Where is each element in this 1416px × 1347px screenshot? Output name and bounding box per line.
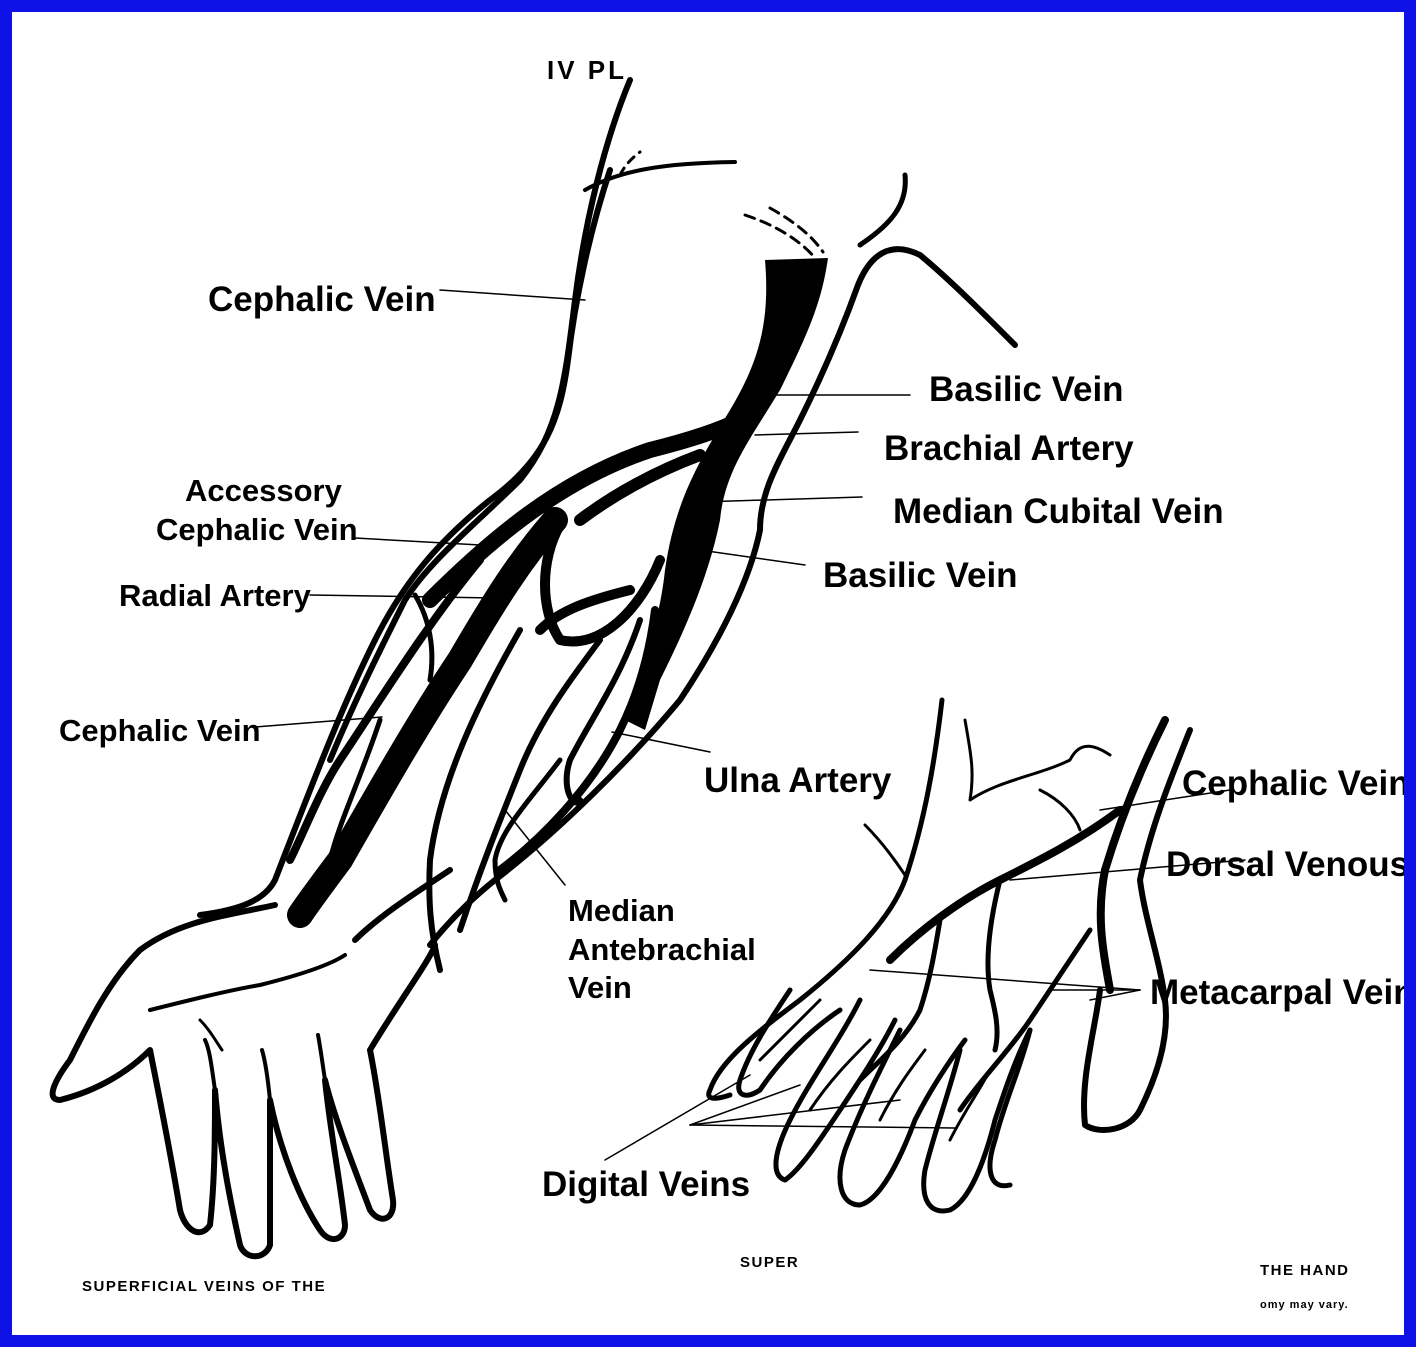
label-basilic-vein-lower: Basilic Vein xyxy=(823,556,1018,596)
label-median-antebrachial-line1: Median xyxy=(568,893,675,929)
label-hand-cephalic-vein: Cephalic Vein xyxy=(1182,764,1410,804)
hand-dorsal-arch xyxy=(988,880,1000,1050)
hand-forearm-left xyxy=(709,700,942,1098)
hand-vein-top xyxy=(965,720,1110,800)
left-hand-finger-split-1 xyxy=(205,1040,215,1090)
leader-digital-2 xyxy=(690,1100,900,1125)
left-hand-palm-line xyxy=(150,955,345,1010)
arm-drawing xyxy=(53,80,1015,1256)
anatomy-illustration xyxy=(12,12,1404,1335)
leader-ulna xyxy=(612,732,710,752)
hand-finger-4 xyxy=(924,1030,1030,1211)
label-hand-metacarpal-veins: Metacarpal Veins xyxy=(1150,973,1416,1013)
arm-loop xyxy=(545,525,660,642)
header-title: IV PL xyxy=(547,56,627,86)
hand-finger-5 xyxy=(990,1030,1030,1186)
arm-cephalic-forearm xyxy=(290,560,480,860)
label-accessory-line2: Cephalic Vein xyxy=(156,512,358,548)
leader-brachial xyxy=(755,432,858,435)
label-basilic-vein-upper: Basilic Vein xyxy=(929,370,1124,410)
left-hand-outline xyxy=(53,905,435,1256)
arm-elbow-dash xyxy=(745,215,815,258)
label-digital-veins: Digital Veins xyxy=(542,1165,750,1205)
arm-median-antebrachial xyxy=(460,640,600,930)
leader-digital-0 xyxy=(605,1075,750,1160)
label-cephalic-vein-upper: Cephalic Vein xyxy=(208,280,436,320)
label-hand-dorsal-venous: Dorsal Venous xyxy=(1166,845,1409,885)
arm-brachial-band xyxy=(625,258,828,730)
label-brachial-artery: Brachial Artery xyxy=(884,429,1134,469)
label-median-cubital-vein: Median Cubital Vein xyxy=(893,492,1224,532)
left-hand-finger-split-2 xyxy=(262,1050,270,1100)
label-median-antebrachial-line2: Antebrachial xyxy=(568,932,756,968)
arm-wrist-inner xyxy=(355,870,450,940)
leader-hand-metacarpal-1 xyxy=(870,970,1140,990)
hand-finger-3 xyxy=(840,1030,965,1205)
hand-digital-vein-4 xyxy=(950,1070,990,1140)
left-hand-finger-split-3 xyxy=(318,1035,325,1080)
caption-note: omy may vary. xyxy=(1260,1299,1349,1312)
hand-metacarpal-2 xyxy=(960,930,1090,1110)
hand-vein-branch xyxy=(1040,790,1080,830)
label-cephalic-vein-lower: Cephalic Vein xyxy=(59,713,261,749)
caption-left: SUPERFICIAL VEINS OF THE xyxy=(82,1278,326,1295)
caption-middle: SUPER xyxy=(740,1254,799,1271)
label-median-antebrachial-line3: Vein xyxy=(568,970,632,1006)
hand-wrist-line xyxy=(865,825,905,875)
arm-axilla xyxy=(860,175,905,245)
label-radial-artery: Radial Artery xyxy=(119,578,311,614)
leader-median-cubital xyxy=(700,497,862,502)
arm-back-outline xyxy=(430,249,1015,945)
leader-cephalic-upper xyxy=(440,290,585,300)
caption-right: THE HAND xyxy=(1260,1262,1350,1279)
label-ulna-artery: Ulna Artery xyxy=(704,761,891,801)
left-hand-thumb-crease xyxy=(200,1020,222,1050)
label-accessory-line1: Accessory xyxy=(185,473,342,509)
